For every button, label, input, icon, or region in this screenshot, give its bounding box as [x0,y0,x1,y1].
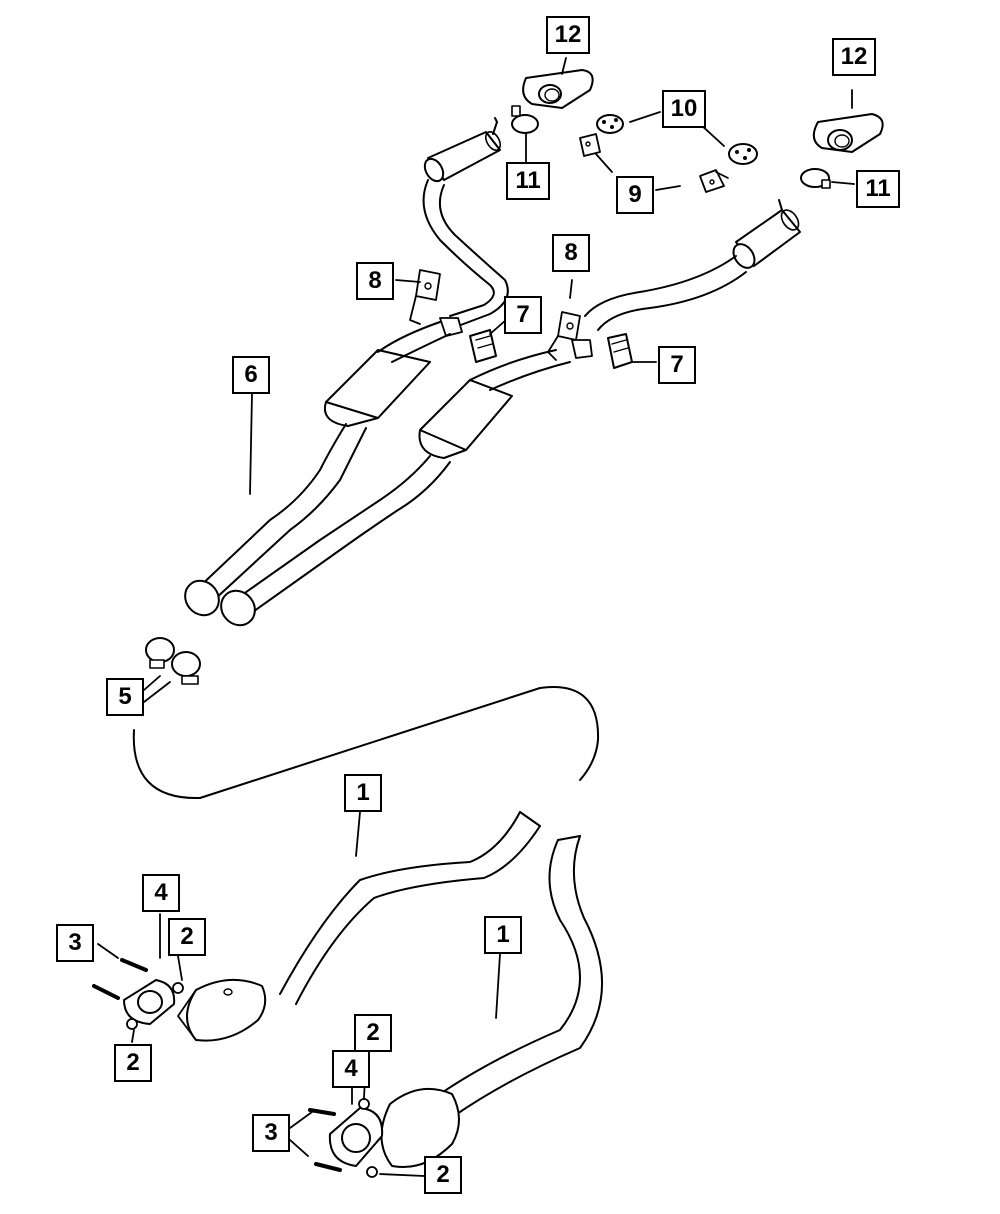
nuts [126,982,378,1178]
gasket-left [123,979,176,1025]
rear-right-muffler [732,199,801,269]
studs-right [308,1108,342,1172]
callout-10: 10 [662,90,706,128]
exhaust-tip-right [812,113,884,153]
callout-9: 9 [616,176,654,214]
resonator-left [324,349,431,427]
callout-1-upper: 1 [344,774,382,812]
hanger-left [409,269,441,325]
callout-1-lower: 1 [484,916,522,954]
callout-11-left: 11 [506,162,550,200]
callout-12-right: 12 [832,38,876,76]
bracket-left [579,133,601,157]
studs-left [92,958,148,1000]
callout-5: 5 [106,678,144,716]
resonator-right [418,379,513,459]
callout-3-left: 3 [56,924,94,962]
leader-lines [97,57,855,1177]
callout-4-left: 4 [142,874,180,912]
isolator-left [596,114,624,134]
valve-left [439,317,497,363]
valve-right [571,333,633,369]
connection-loop [132,686,600,800]
gasket-right [328,1107,384,1167]
front-pipe-left [177,811,541,1042]
callout-7-right: 7 [658,346,696,384]
band-clamp-pair [145,637,201,685]
rear-left-muffler [423,117,502,183]
callout-7-left: 7 [504,296,542,334]
callout-12-left: 12 [546,16,590,54]
bracket-right [699,169,729,193]
isolator-right [728,143,758,165]
callout-6: 6 [232,356,270,394]
callout-2-upper-left: 2 [168,918,206,956]
right-tailpipe-segment [584,255,747,331]
callout-2-upper-right: 2 [354,1014,392,1052]
callout-4-right: 4 [332,1050,370,1088]
callout-11-right: 11 [856,170,900,208]
clamp-left [511,105,539,134]
intermediate-pipe-assembly [184,321,571,627]
clamp-right [800,168,831,189]
callout-2-lower-right: 2 [424,1156,462,1194]
left-tailpipe-segment [422,179,509,327]
callout-8-right: 8 [552,234,590,272]
callout-2-lower-left: 2 [114,1044,152,1082]
callout-3-right: 3 [252,1114,290,1152]
callout-8-left: 8 [356,262,394,300]
front-pipe-right [380,835,604,1168]
exhaust-tip-left [522,69,594,109]
